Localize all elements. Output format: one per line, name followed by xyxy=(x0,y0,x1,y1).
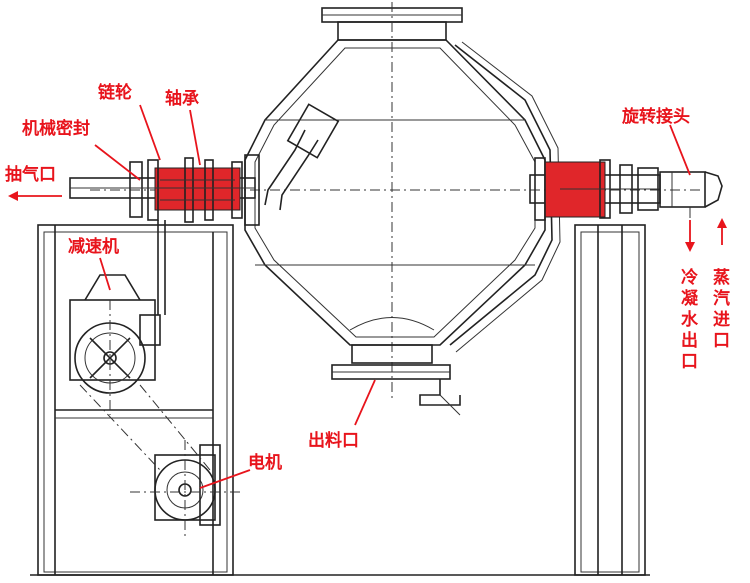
label-discharge-port: 出料口 xyxy=(308,430,359,451)
reducer xyxy=(69,274,161,415)
leader-lines xyxy=(8,104,727,489)
label-mechanical-seal: 机械密封 xyxy=(22,118,90,139)
support-frame xyxy=(30,224,650,576)
right-shaft-assembly xyxy=(529,157,723,221)
label-exhaust-port: 抽气口 xyxy=(5,164,56,185)
motor xyxy=(79,384,240,540)
label-steam-inlet: 蒸汽进口 xyxy=(713,268,730,351)
label-motor: 电机 xyxy=(248,452,282,473)
label-sprocket: 链轮 xyxy=(98,82,132,103)
left-shaft-assembly xyxy=(69,154,260,226)
label-rotary-joint: 旋转接头 xyxy=(621,106,690,127)
label-condensate-outlet: 冷凝水出口 xyxy=(681,267,699,372)
label-bearing: 轴承 xyxy=(165,88,199,109)
label-reducer: 减速机 xyxy=(68,236,119,257)
